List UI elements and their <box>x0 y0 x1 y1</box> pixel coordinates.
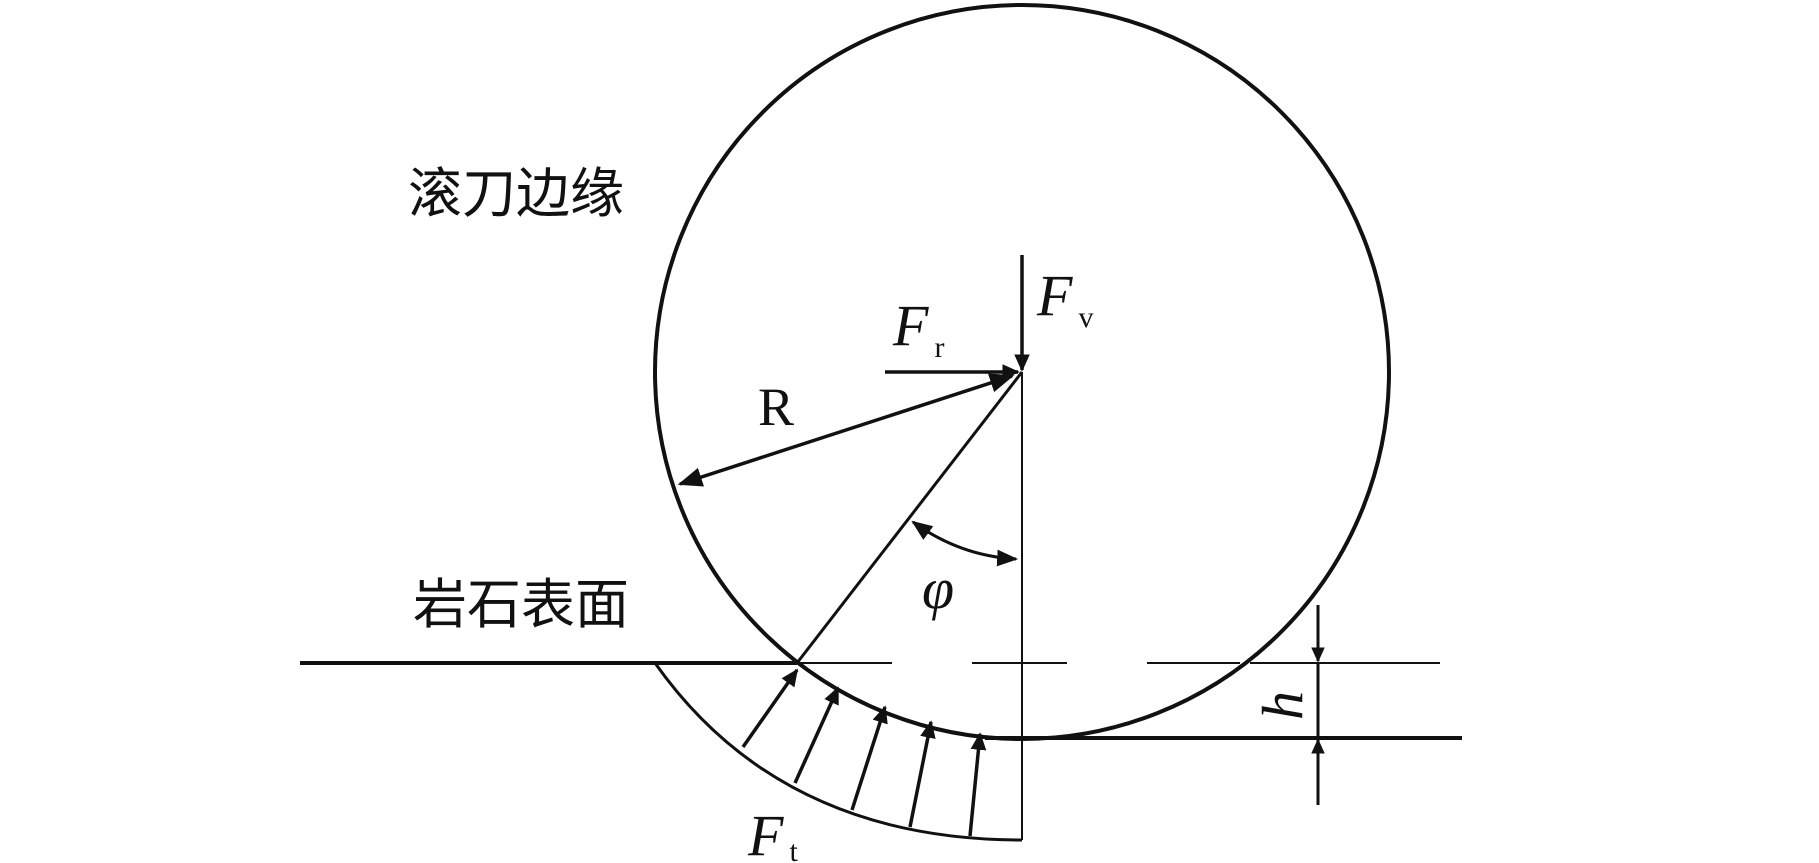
contact-radius-line <box>795 371 1024 664</box>
radius-arrow <box>677 373 1015 487</box>
pressure-boundary-arc <box>653 662 1023 842</box>
ft-pressure-arrows <box>741 668 987 837</box>
rock-surface-label: 岩石表面 <box>413 573 629 636</box>
phi-angle-arc <box>911 520 1019 567</box>
radius-label: R <box>758 377 794 437</box>
ft-arrow-3 <box>850 705 888 811</box>
ft-arrow-1 <box>741 668 799 749</box>
ft-arrow-4 <box>908 720 936 828</box>
phi-label: φ <box>922 556 954 621</box>
ft-arrow-5 <box>968 732 987 837</box>
depth-label: h <box>1250 691 1315 720</box>
ft-arrow-2 <box>793 686 840 784</box>
cutter-edge-label: 滚刀边缘 <box>408 162 624 225</box>
